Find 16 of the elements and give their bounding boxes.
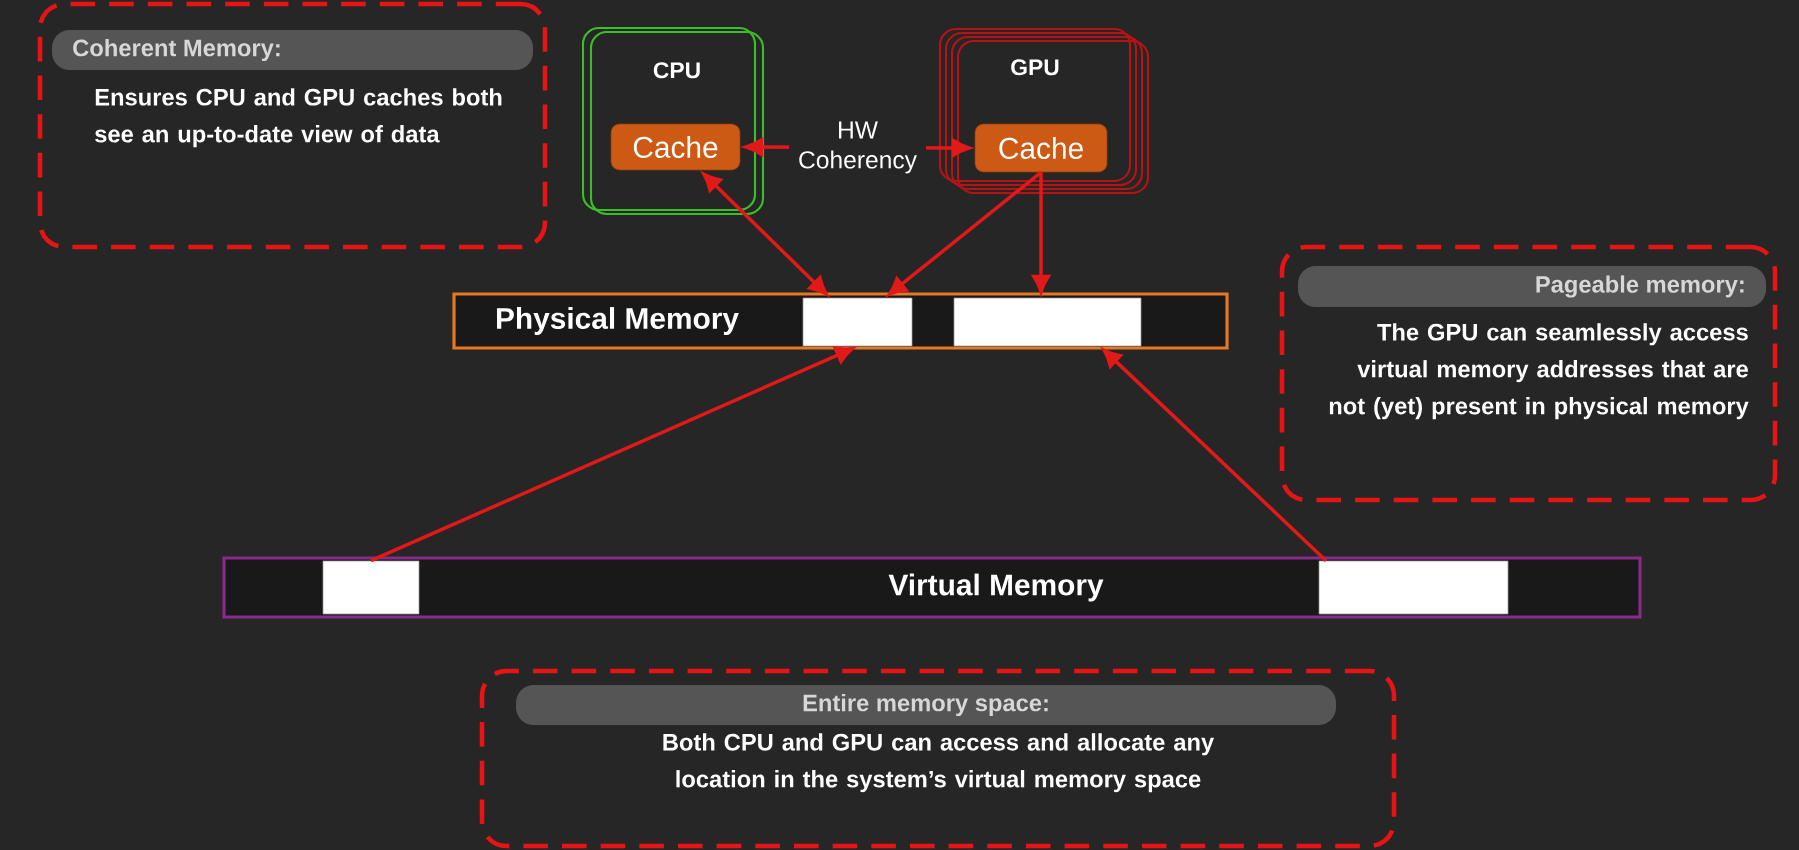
callout-text: Ensures CPU and GPU caches both see an up-to-date view of data bbox=[95, 88, 502, 148]
cache-box: Cache bbox=[610, 123, 741, 171]
callout-header: Entire memory space: bbox=[516, 685, 1336, 725]
arrow bbox=[1102, 348, 1328, 562]
memory-page bbox=[1318, 560, 1509, 615]
callout-header: Pageable memory: bbox=[1298, 266, 1767, 307]
edge-label: HW Coherency bbox=[789, 118, 927, 177]
arrow bbox=[702, 172, 828, 296]
callout-text: The GPU can seamlessly access virtual memory addresses that are not (yet) present in physical memory bbox=[1329, 323, 1749, 420]
callout-text: Both CPU and GPU can access and allocate any location in the system’s virtual memory space bbox=[663, 733, 1215, 793]
memory-page bbox=[953, 297, 1142, 347]
memory-page bbox=[802, 297, 913, 347]
callout-header: Coherent Memory: bbox=[52, 30, 533, 70]
memory-page bbox=[322, 560, 420, 615]
arrow bbox=[887, 171, 1043, 296]
cache-box: Cache bbox=[974, 123, 1108, 173]
